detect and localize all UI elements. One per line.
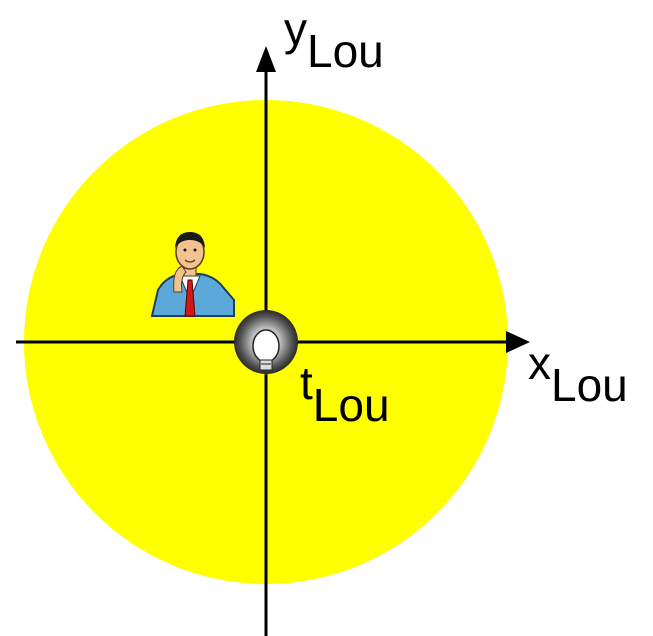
y-axis-label-subscript: Lou (307, 25, 384, 77)
x-axis-label: xLou (528, 340, 628, 386)
x-axis-label-main: x (528, 337, 551, 389)
time-label-subscript: Lou (313, 379, 390, 431)
x-axis-arrowhead (506, 331, 530, 353)
x-axis-label-subscript: Lou (551, 359, 628, 411)
time-label: tLou (300, 360, 390, 406)
time-label-main: t (300, 357, 313, 409)
y-axis-label: yLou (284, 6, 384, 52)
y-axis-label-main: y (284, 3, 307, 55)
y-axis-arrowhead (256, 46, 276, 72)
